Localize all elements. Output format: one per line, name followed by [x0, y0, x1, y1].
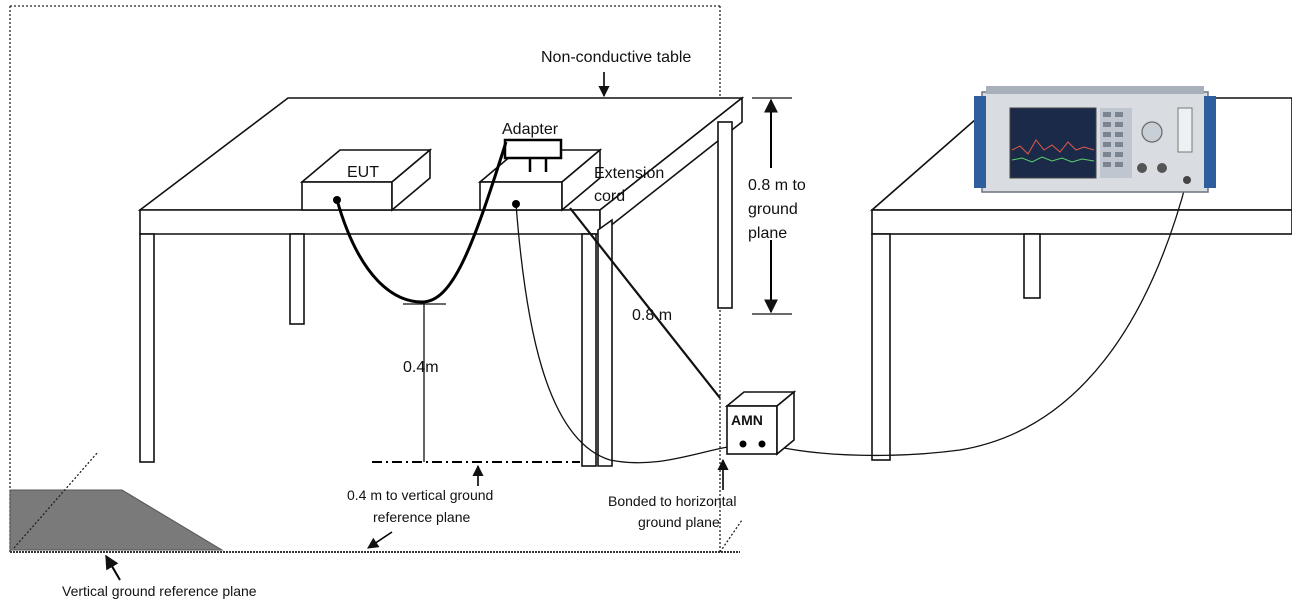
label-height-line3: plane: [748, 225, 787, 242]
extension-to-amn-line: [569, 207, 721, 399]
label-cord-length: 0.8 m: [632, 307, 672, 324]
label-amn: AMN: [731, 412, 763, 428]
horizontal-ground-plane: [9, 489, 224, 551]
label-extension-cord-line1: Extension: [594, 165, 664, 182]
label-vertical-distance-line2: reference plane: [373, 509, 471, 525]
extension-connector-dot: [512, 200, 520, 208]
ground-plane-diagonal: [13, 451, 99, 549]
label-height-line2: ground: [748, 201, 798, 218]
label-bonded-line2: ground plane: [638, 514, 720, 530]
vgrp-arrow: [105, 554, 121, 581]
label-extension-cord-line2: cord: [594, 188, 625, 205]
extension-to-amn-cable: [515, 203, 745, 464]
spectrum-analyzer-icon: [974, 86, 1216, 193]
label-non-conductive-table: Non-conductive table: [541, 49, 691, 66]
label-vertical-distance-line1: 0.4 m to vertical ground: [347, 487, 493, 503]
label-bonded-line1: Bonded to horizontal: [608, 493, 736, 509]
label-adapter: Adapter: [502, 121, 559, 138]
main-table: [137, 96, 745, 467]
label-vertical-ground-reference-plane: Vertical ground reference plane: [62, 583, 257, 599]
amn-box-icon: [724, 390, 797, 456]
eut-box: [299, 148, 433, 212]
eut-power-cable: [335, 141, 508, 304]
label-eut: EUT: [347, 164, 379, 181]
cable-height-dimension: [367, 303, 580, 549]
adapter-icon: [503, 138, 563, 172]
eut-connector-dot: [333, 196, 341, 204]
label-cable-height: 0.4m: [403, 359, 439, 376]
amn-to-analyzer-cable: [765, 179, 1188, 457]
label-height-line1: 0.8 m to: [748, 177, 806, 194]
table-height-dimension: [752, 97, 792, 315]
